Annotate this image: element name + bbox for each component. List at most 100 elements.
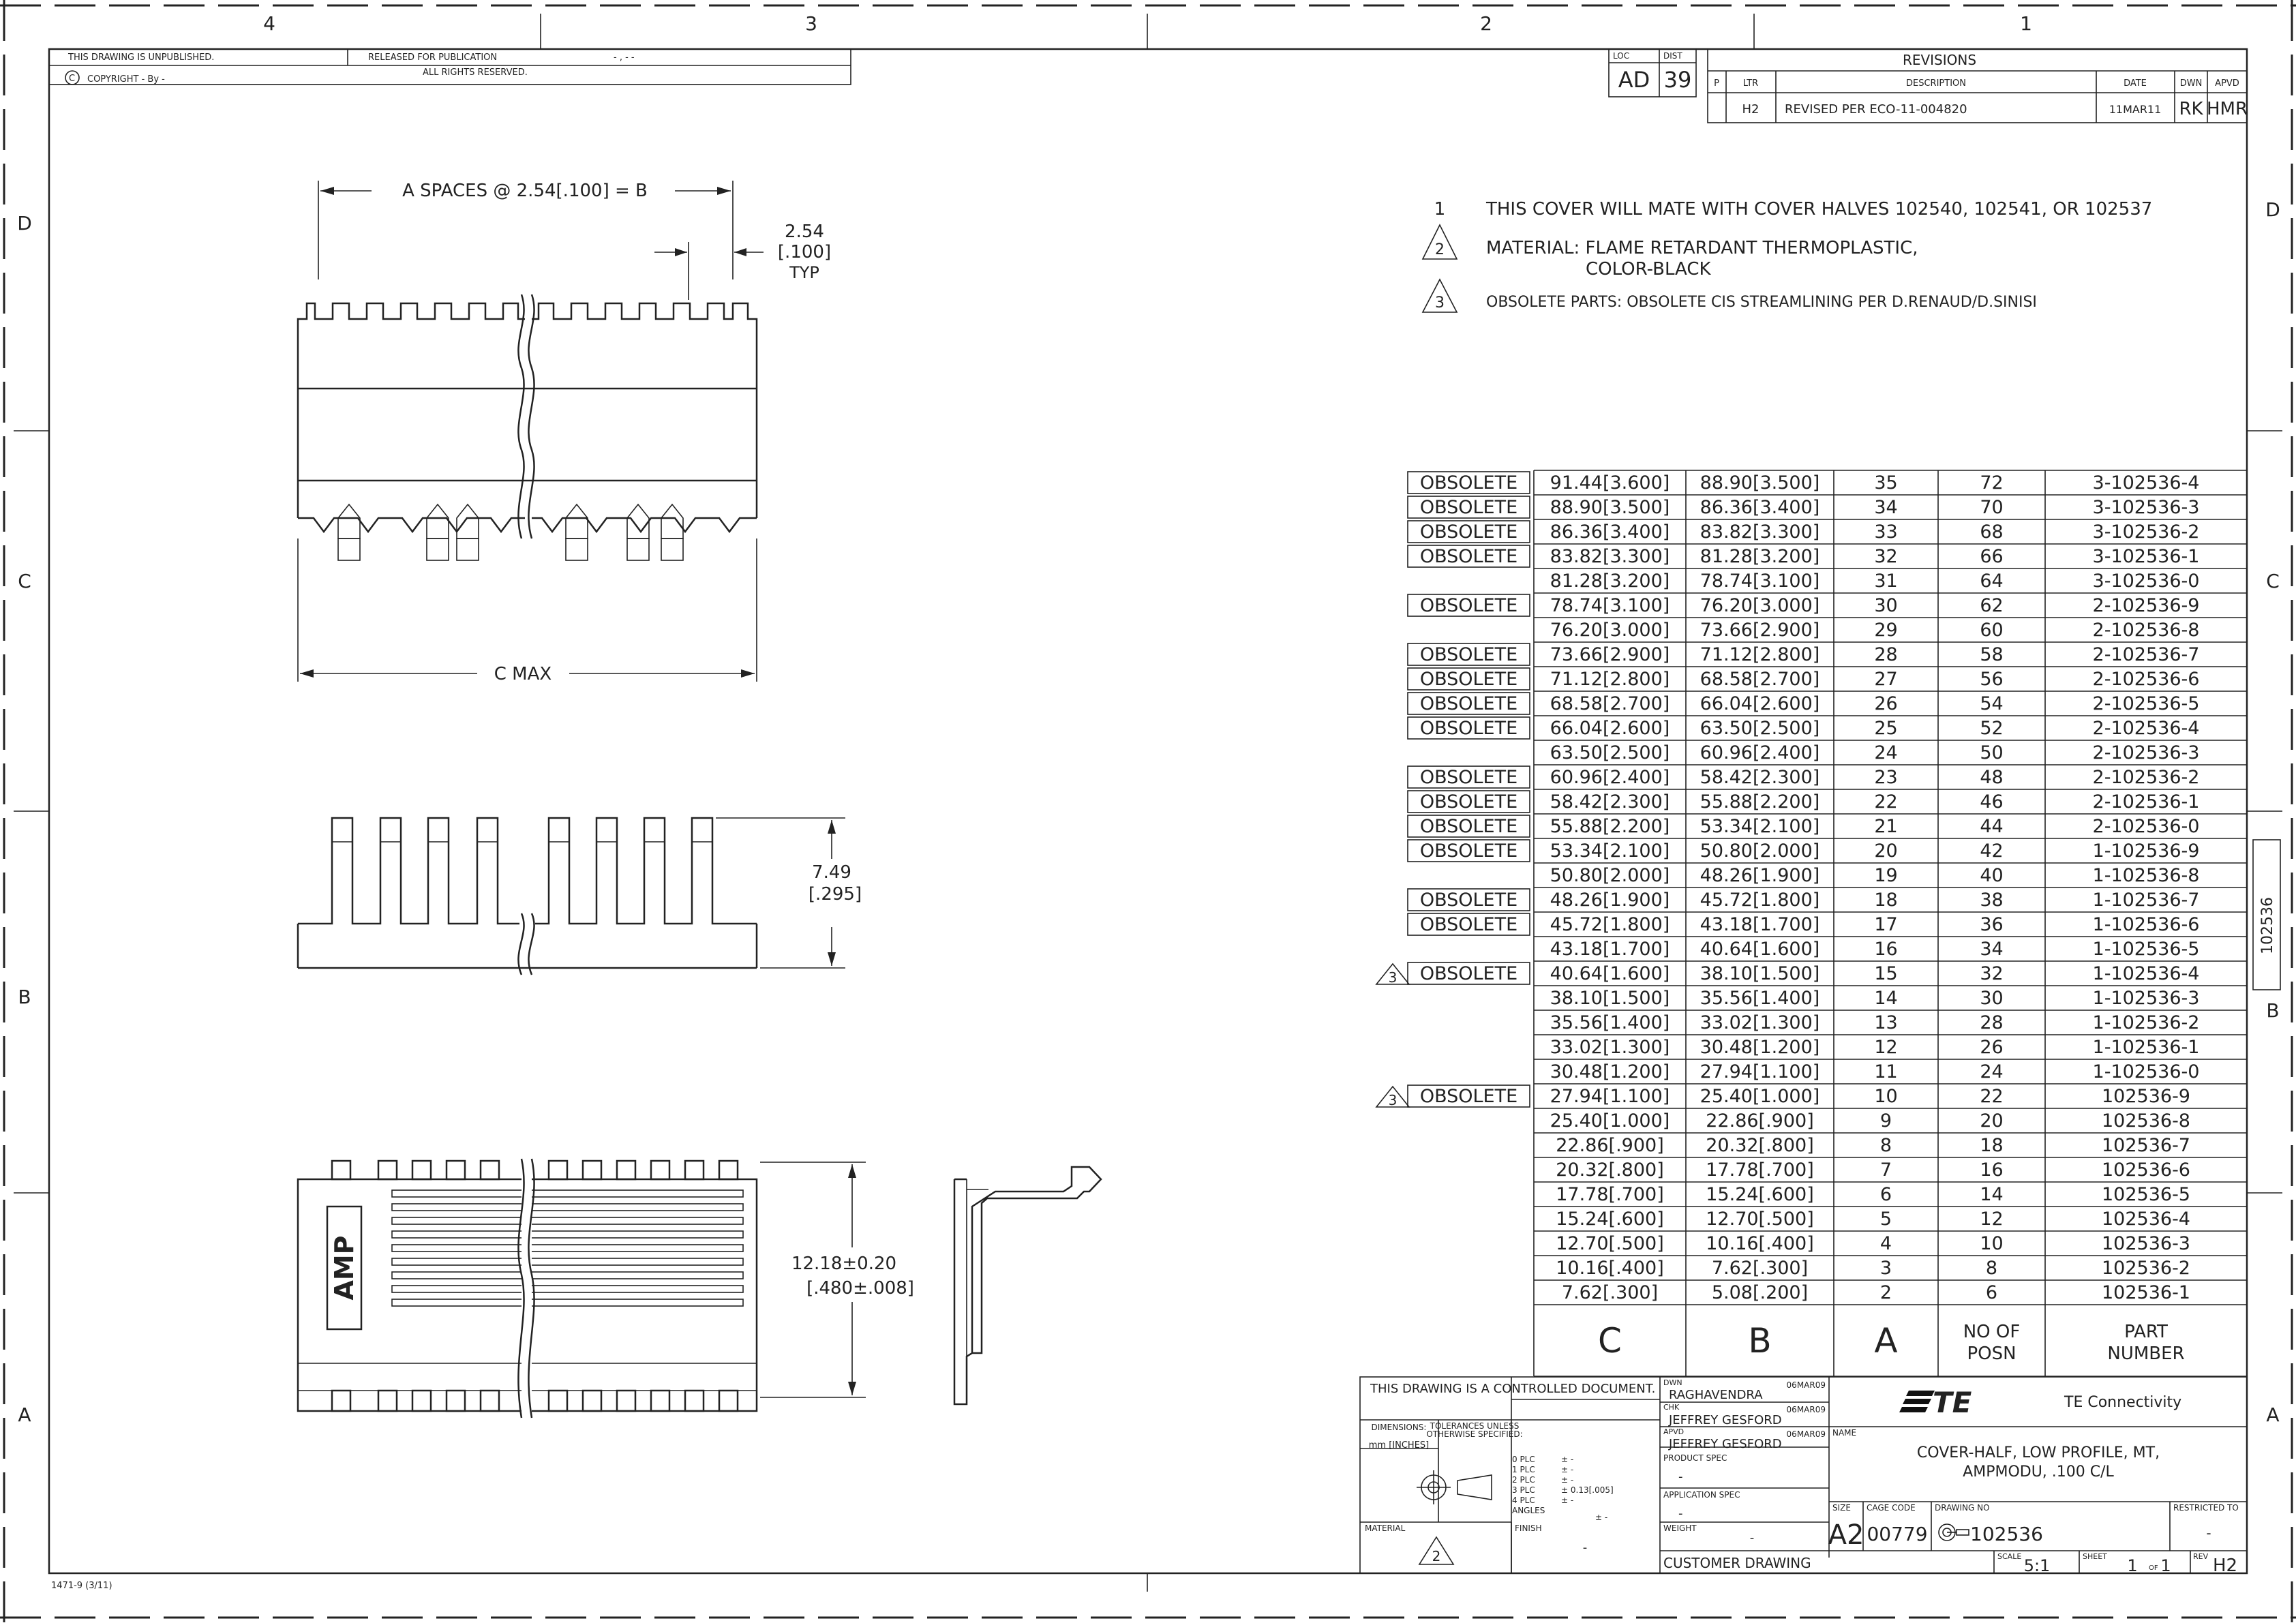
cell-pos: 42 bbox=[1980, 840, 2003, 862]
cell-a: 7 bbox=[1880, 1159, 1892, 1181]
cell-pos: 36 bbox=[1980, 914, 2003, 935]
cell-pn: 1-102536-0 bbox=[2093, 1061, 2200, 1082]
status-cell: OBSOLETE bbox=[1420, 840, 1517, 862]
cell-c: 86.36[3.400] bbox=[1550, 521, 1670, 543]
cell-b: 43.18[1.700] bbox=[1700, 914, 1820, 935]
svg-text:06MAR09: 06MAR09 bbox=[1787, 1405, 1826, 1414]
cell-a: 19 bbox=[1874, 865, 1897, 886]
cell-pn: 2-102536-5 bbox=[2093, 693, 2200, 714]
cell-pn: 102536-5 bbox=[2102, 1184, 2190, 1205]
cell-b: 53.34[2.100] bbox=[1700, 816, 1820, 837]
cell-c: 40.64[1.600] bbox=[1550, 963, 1670, 984]
customer-drawing-label: CUSTOMER DRAWING bbox=[1663, 1555, 1811, 1571]
released-value: - , - - bbox=[614, 52, 635, 63]
zone-col-4: 4 bbox=[263, 12, 275, 35]
svg-text:DIST: DIST bbox=[1663, 51, 1682, 61]
loc-value: AD bbox=[1618, 67, 1650, 93]
svg-text:C: C bbox=[69, 74, 75, 84]
cell-pos: 40 bbox=[1980, 865, 2003, 886]
cell-c: 81.28[3.200] bbox=[1550, 571, 1670, 592]
cell-pos: 6 bbox=[1986, 1282, 1997, 1303]
svg-text:± -: ± - bbox=[1561, 1475, 1573, 1485]
obsolete-box bbox=[1407, 765, 1530, 789]
cell-a: 23 bbox=[1874, 767, 1897, 788]
zone-row-c-right: C bbox=[2266, 570, 2280, 592]
side-tab-number: 102536 bbox=[2259, 897, 2276, 954]
cell-pos: 66 bbox=[1980, 546, 2003, 567]
obsolete-box bbox=[1407, 716, 1530, 740]
cell-pos: 10 bbox=[1980, 1233, 2003, 1254]
cell-a: 32 bbox=[1874, 546, 1897, 567]
cell-b: 55.88[2.200] bbox=[1700, 791, 1820, 813]
cell-a: 34 bbox=[1874, 497, 1897, 518]
cell-c: 78.74[3.100] bbox=[1550, 595, 1670, 616]
svg-text:OTHERWISE SPECIFIED:: OTHERWISE SPECIFIED: bbox=[1426, 1429, 1522, 1439]
status-cell: OBSOLETE bbox=[1420, 546, 1517, 567]
cell-a: 8 bbox=[1880, 1135, 1892, 1156]
cell-c: 50.80[2.000] bbox=[1550, 865, 1670, 886]
cell-pn: 102536-4 bbox=[2102, 1209, 2190, 1230]
revisions-title: REVISIONS bbox=[1903, 52, 1976, 68]
svg-text:2: 2 bbox=[1432, 1548, 1441, 1564]
cell-a: 18 bbox=[1874, 890, 1897, 911]
width-dimension: 12.18±0.20 bbox=[791, 1254, 896, 1274]
amp-logo: AMP bbox=[329, 1235, 359, 1300]
cell-b: 5.08[.200] bbox=[1712, 1282, 1808, 1303]
flag-number: 3 bbox=[1389, 1092, 1398, 1108]
cell-pn: 1-102536-5 bbox=[2093, 939, 2200, 960]
cell-pos: 48 bbox=[1980, 767, 2003, 788]
pitch-dimension-inches: [.100] bbox=[778, 242, 831, 262]
cell-pos: 64 bbox=[1980, 571, 2003, 592]
cell-c: 33.02[1.300] bbox=[1550, 1037, 1670, 1058]
svg-text:DESCRIPTION: DESCRIPTION bbox=[1906, 78, 1966, 89]
sheet-size: A2 bbox=[1828, 1519, 1864, 1551]
scale-value: 5:1 bbox=[2024, 1556, 2051, 1575]
cell-a: 25 bbox=[1874, 718, 1897, 739]
status-cell: OBSOLETE bbox=[1420, 791, 1517, 813]
svg-text:APPLICATION SPEC: APPLICATION SPEC bbox=[1663, 1490, 1740, 1500]
cell-pos: 62 bbox=[1980, 595, 2003, 616]
cell-pos: 56 bbox=[1980, 669, 2003, 690]
cell-pn: 1-102536-2 bbox=[2093, 1012, 2200, 1033]
cell-b: 88.90[3.500] bbox=[1700, 472, 1820, 494]
status-cell: OBSOLETE bbox=[1420, 767, 1517, 788]
loc-dist-block: LOC DIST AD 39 bbox=[1608, 48, 1697, 97]
cell-b: 20.32[.800] bbox=[1706, 1135, 1813, 1156]
cell-c: 7.62[.300] bbox=[1562, 1282, 1658, 1303]
cell-c: 22.86[.900] bbox=[1556, 1135, 1663, 1156]
obsolete-box bbox=[1407, 667, 1530, 691]
te-logo-text: TE bbox=[1933, 1386, 1972, 1419]
cell-pn: 1-102536-4 bbox=[2093, 963, 2200, 984]
cell-b: 17.78[.700] bbox=[1706, 1159, 1813, 1181]
status-cell: OBSOLETE bbox=[1420, 497, 1517, 518]
dimensions-value: mm [INCHES] bbox=[1369, 1440, 1429, 1451]
cell-c: 68.58[2.700] bbox=[1550, 693, 1670, 714]
sheet-number: 1 bbox=[2127, 1556, 2137, 1575]
cell-b: 10.16[.400] bbox=[1706, 1233, 1813, 1254]
obsolete-box bbox=[1407, 913, 1530, 936]
obsolete-box bbox=[1407, 496, 1530, 519]
status-cell: OBSOLETE bbox=[1420, 816, 1517, 837]
svg-text:DATE: DATE bbox=[2124, 78, 2147, 89]
svg-text:TOLERANCES UNLESS: TOLERANCES UNLESS bbox=[1430, 1421, 1520, 1431]
status-cell: OBSOLETE bbox=[1420, 963, 1517, 984]
cell-b: 63.50[2.500] bbox=[1700, 718, 1820, 739]
cell-pn: 1-102536-8 bbox=[2093, 865, 2200, 886]
obsolete-box bbox=[1407, 520, 1530, 543]
spaces-dimension: A SPACES @ 2.54[.100] = B bbox=[402, 181, 648, 201]
material-note-flag-icon bbox=[1418, 1536, 1455, 1565]
obsolete-box bbox=[1407, 962, 1530, 985]
copyright-text: COPYRIGHT - By - bbox=[87, 74, 165, 85]
zone-row-b-left: B bbox=[18, 986, 31, 1008]
svg-text:SHEET: SHEET bbox=[2083, 1552, 2107, 1561]
cell-b: 58.42[2.300] bbox=[1700, 767, 1820, 788]
